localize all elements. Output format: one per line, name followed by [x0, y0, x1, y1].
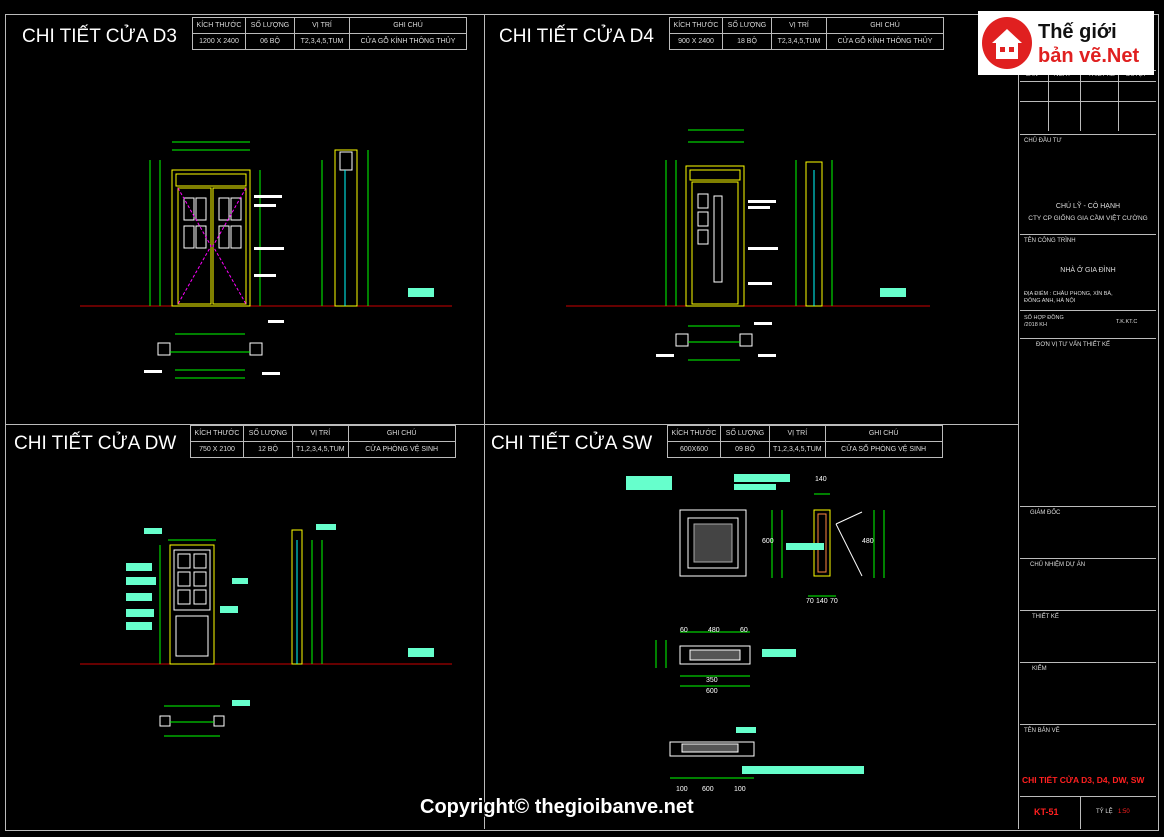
cell-qty: 09 BỘ: [720, 441, 770, 458]
cell-qty: 12 BỘ: [243, 441, 293, 458]
cell-pos: T1,2,3,4,5,TUM: [292, 441, 349, 458]
consultant-cell: ĐƠN VỊ TƯ VẤN THIẾT KẾ: [1020, 338, 1156, 505]
house-icon: [982, 17, 1032, 69]
door-dw-plan: [159, 705, 225, 737]
sw-dim-d2: 140: [816, 598, 828, 605]
sheet-cell: TÊN BẢN VẼ CHI TIẾT CỬA D3, D4, DW, SW: [1020, 724, 1156, 795]
rev-duyet: DUYỆT: [1126, 72, 1147, 78]
sw-dim-w3: 60: [740, 627, 748, 634]
rev-thietke: THIẾT KẾ: [1088, 72, 1115, 78]
sheet-code: KT-51: [1034, 807, 1059, 817]
designer-label: THIẾT KẾ: [1032, 614, 1059, 620]
sw-dim-d1: 70: [806, 598, 814, 605]
door-dw-elevation: [80, 529, 452, 665]
owner-name: CHÚ LỸ - CÔ HẠNH: [1055, 203, 1121, 210]
title-block-divider: [1018, 14, 1019, 829]
sw-dim-b2: 600: [702, 786, 714, 793]
cell-note: CỬA GỖ KÍNH THÔNG THỦY: [349, 33, 467, 50]
sw-dim-w2: 480: [708, 627, 720, 634]
logo-text-line2: bản vẽ.Net: [1038, 45, 1140, 67]
project-label: TÊN CÔNG TRÌNH: [1024, 238, 1076, 244]
pm-label: CHỦ NHIỆM DỰ ÁN: [1030, 562, 1086, 568]
section-title-sw: CHI TIẾT CỬA SW: [491, 433, 653, 454]
door-d4-elevation: [566, 129, 930, 307]
site-logo: Thế giới bản vẽ.Net: [978, 11, 1154, 75]
designer-cell: THIẾT KẾ: [1020, 610, 1156, 663]
rev-lan: LẦN: [1026, 72, 1038, 78]
contract-cell: SỐ HỢP ĐỒNG /2018 KH T.K.KT.C: [1020, 310, 1156, 337]
sw-dim-top: 140: [815, 476, 827, 483]
sw-dim-d3: 70: [830, 598, 838, 605]
title-block: LẦN NGÀY THIẾT KẾ DUYỆT CHỦ ĐẦU TƯ CHÚ L…: [1020, 14, 1156, 829]
owner-label: CHỦ ĐẦU TƯ: [1024, 138, 1062, 144]
section-title-d4: CHI TIẾT CỬA D4: [499, 26, 654, 47]
cell-note: CỬA GỖ KÍNH THÔNG THỦY: [826, 33, 944, 50]
checker-label: KIỂM: [1032, 666, 1047, 672]
contract-number: SỐ HỢP ĐỒNG /2018 KH: [1024, 315, 1064, 328]
sw-dim-inner: 350: [706, 677, 718, 684]
rev-ngay: NGÀY: [1054, 72, 1072, 78]
cell-pos: T2,3,4,5,TUM: [771, 33, 827, 50]
owner-cell: CHỦ ĐẦU TƯ CHÚ LỸ - CÔ HẠNH CTY CP GIỐNG…: [1020, 134, 1156, 235]
window-sw-elevation: [679, 493, 885, 597]
section-title-dw: CHI TIẾT CỬA DW: [14, 433, 177, 454]
door-d3-elevation: [80, 141, 452, 307]
drawing-frame: [5, 14, 1159, 831]
sheet-label: TÊN BẢN VẼ: [1024, 728, 1060, 734]
revision-table: LẦN NGÀY THIẾT KẾ DUYỆT: [1020, 70, 1156, 131]
sw-dim-h2: 480: [862, 538, 874, 545]
copyright-watermark: Copyright© thegioibanve.net: [420, 796, 694, 818]
contract-code: T.K.KT.C: [1116, 319, 1138, 325]
logo-text-line1: Thế giới: [1038, 21, 1117, 43]
consultant-label: ĐƠN VỊ TƯ VẤN THIẾT KẾ: [1036, 342, 1110, 348]
checker-cell: KIỂM: [1020, 662, 1156, 723]
sheet-name: CHI TIẾT CỬA D3, D4, DW, SW: [1022, 775, 1145, 785]
door-d4-plan: [675, 325, 753, 361]
cell-size: 900 X 2400: [669, 33, 723, 50]
director-cell: GIÁM ĐỐC: [1020, 506, 1156, 559]
sw-dim-w1: 60: [680, 627, 688, 634]
cell-note: CỬA PHÒNG VỆ SINH: [347, 441, 456, 458]
sw-dim-total: 600: [706, 688, 718, 695]
frame-divider-vertical: [484, 14, 485, 829]
section-title-d3: CHI TIẾT CỬA D3: [22, 26, 177, 47]
project-cell: TÊN CÔNG TRÌNH NHÀ Ở GIA ĐÌNH ĐỊA ĐIỂM :…: [1020, 234, 1156, 309]
project-address: ĐỊA ĐIỂM : CHÂU PHONG, XÍN BÀ, ĐÔNG ANH,…: [1024, 291, 1113, 304]
owner-company: CTY CP GIỐNG GIA CẦM VIỆT CƯỜNG: [1028, 215, 1148, 222]
frame-divider-horizontal: [5, 424, 1018, 425]
sw-dim-h1: 600: [762, 538, 774, 545]
door-d3-plan: [157, 333, 263, 379]
scale-label: TỶ LỆ: [1096, 809, 1113, 815]
window-sw-section: [655, 631, 755, 779]
sheet-code-cell: KT-51 TỶ LỆ 1:50: [1020, 796, 1156, 829]
pm-cell: CHỦ NHIỆM DỰ ÁN: [1020, 558, 1156, 611]
scale-value: 1:50: [1118, 809, 1130, 815]
director-label: GIÁM ĐỐC: [1030, 510, 1061, 516]
sw-dim-b1: 100: [676, 786, 688, 793]
sw-dim-b3: 100: [734, 786, 746, 793]
cell-note: CỬA SỔ PHÒNG VỆ SINH: [824, 441, 943, 458]
project-name: NHÀ Ở GIA ĐÌNH: [1060, 267, 1116, 274]
